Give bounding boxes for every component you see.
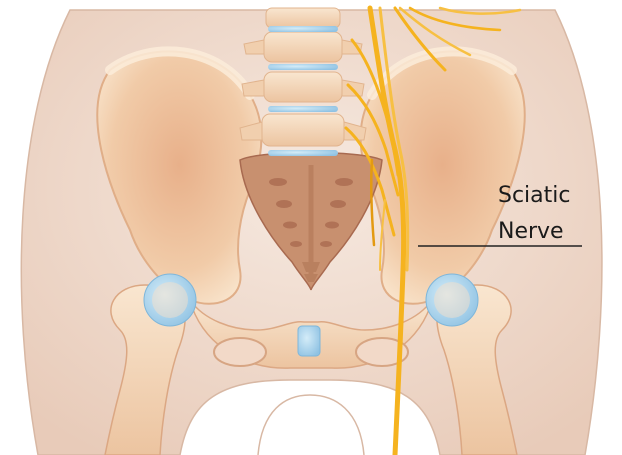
pubic-symphysis [298,326,320,356]
sciatic-nerve-label-line1: Sciatic [498,183,571,209]
disc [268,64,338,70]
disc [268,150,338,156]
disc [268,26,338,32]
disc [268,106,338,112]
sciatic-nerve-label-line2: Nerve [498,219,564,245]
